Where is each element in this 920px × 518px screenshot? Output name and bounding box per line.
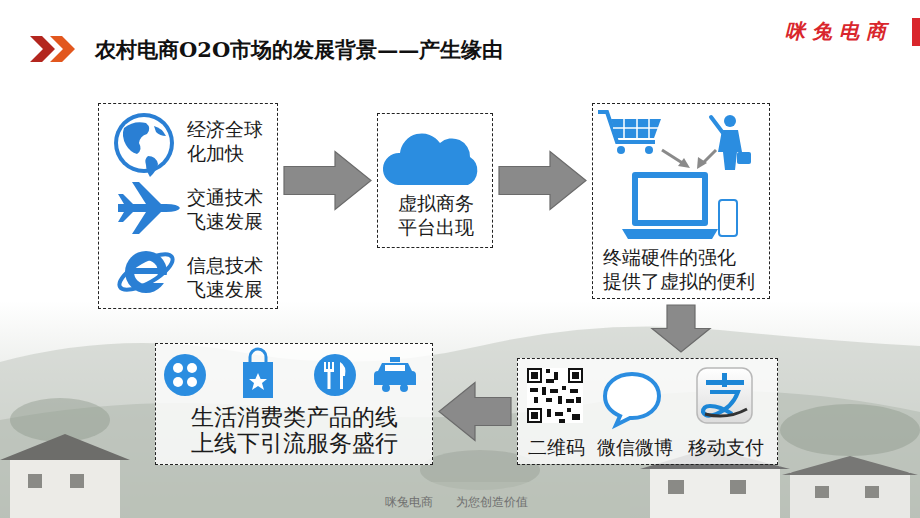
footer-slogan: 为您创造价值 xyxy=(456,494,528,511)
app-icon xyxy=(164,354,206,396)
brand-mark: 咪 兔 电 商 xyxy=(785,18,886,45)
taxi-icon xyxy=(374,357,416,392)
slide-title: 农村电商O2O市场的发展背景——产生缘由 xyxy=(95,36,503,64)
box-text: 移动支付 xyxy=(688,436,764,460)
shopping-bag-icon xyxy=(243,349,273,398)
dashed-box: 二维码微信微博移动支付 xyxy=(517,358,778,465)
dining-icon xyxy=(314,354,356,396)
block-arrow xyxy=(284,152,371,210)
laptop-icon xyxy=(622,172,718,239)
box-text: 信息技术 飞速发展 xyxy=(187,254,263,302)
box-text: 二维码 xyxy=(528,436,585,460)
cloud-icon xyxy=(383,133,477,185)
box-text: 生活消费类产品的线 上线下引流服务盛行 xyxy=(191,404,398,457)
browser-icon xyxy=(115,247,178,296)
box-ground xyxy=(155,343,778,465)
globe-icon xyxy=(114,113,174,177)
payment-icon xyxy=(697,368,752,423)
qr-code xyxy=(527,368,583,423)
box-text: 终端硬件的强化 提供了虚拟的便利 xyxy=(603,246,755,294)
dashed-box: 经济全球 化加快交通技术 飞速发展信息技术 飞速发展 xyxy=(98,103,278,309)
box-text: 微信微博 xyxy=(597,436,673,460)
box-text: 虚拟商务 平台出现 xyxy=(398,192,474,240)
plane-icon xyxy=(118,182,180,234)
brand-bar xyxy=(912,18,920,46)
dashed-box: 虚拟商务 平台出现 xyxy=(377,113,493,248)
dashed-box: 生活消费类产品的线 上线下引流服务盛行 xyxy=(155,343,433,465)
box-text: 交通技术 飞速发展 xyxy=(187,186,263,234)
footer-brand: 咪兔电商 xyxy=(385,494,433,511)
phone-icon xyxy=(719,200,737,236)
chat-bubble-icon xyxy=(605,374,659,425)
block-arrow xyxy=(499,152,586,210)
block-arrow xyxy=(439,383,511,441)
person-icon xyxy=(711,115,751,170)
box-text: 经济全球 化加快 xyxy=(187,118,263,166)
block-arrow xyxy=(652,305,710,352)
title-chevrons xyxy=(30,36,75,62)
cart-icon xyxy=(598,112,661,154)
dashed-box: 终端硬件的强化 提供了虚拟的便利 xyxy=(592,103,770,299)
pointer-arrows xyxy=(662,150,716,169)
